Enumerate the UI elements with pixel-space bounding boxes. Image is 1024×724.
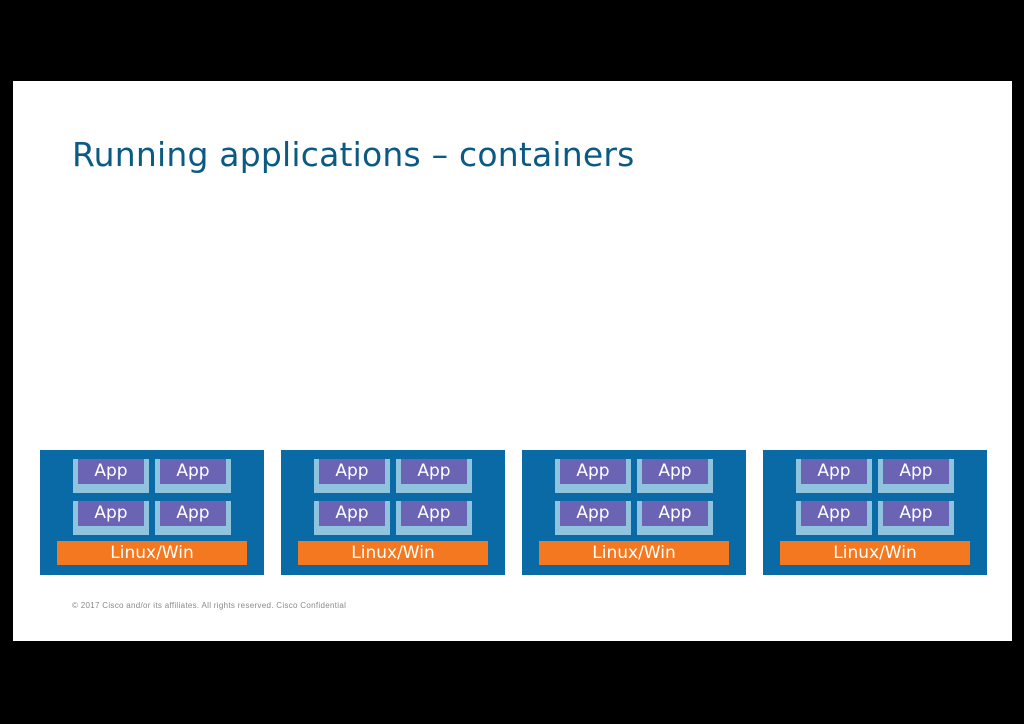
host-box: App App App App Linux/Win	[522, 450, 746, 575]
container: App	[555, 501, 631, 535]
container: App	[555, 459, 631, 493]
container: App	[878, 459, 954, 493]
os-bar: Linux/Win	[298, 541, 488, 565]
container: App	[396, 501, 472, 535]
container: App	[155, 501, 231, 535]
os-bar: Linux/Win	[57, 541, 247, 565]
app-label: App	[642, 459, 708, 484]
host-box: App App App App Linux/Win	[281, 450, 505, 575]
app-label: App	[78, 501, 144, 526]
app-label: App	[78, 459, 144, 484]
container: App	[396, 459, 472, 493]
app-label: App	[160, 459, 226, 484]
app-label: App	[642, 501, 708, 526]
app-label: App	[560, 501, 626, 526]
container: App	[796, 459, 872, 493]
app-label: App	[883, 501, 949, 526]
container: App	[637, 459, 713, 493]
app-label: App	[401, 459, 467, 484]
container: App	[314, 459, 390, 493]
container: App	[878, 501, 954, 535]
container: App	[155, 459, 231, 493]
app-label: App	[401, 501, 467, 526]
container: App	[637, 501, 713, 535]
host-box: App App App App Linux/Win	[763, 450, 987, 575]
slide-title: Running applications – containers	[72, 135, 635, 174]
app-label: App	[319, 501, 385, 526]
container: App	[314, 501, 390, 535]
container: App	[73, 459, 149, 493]
app-label: App	[160, 501, 226, 526]
app-label: App	[319, 459, 385, 484]
os-bar: Linux/Win	[539, 541, 729, 565]
app-label: App	[801, 501, 867, 526]
slide: Running applications – containers App Ap…	[13, 81, 1012, 641]
app-label: App	[560, 459, 626, 484]
container: App	[73, 501, 149, 535]
container: App	[796, 501, 872, 535]
app-label: App	[883, 459, 949, 484]
host-box: App App App App Linux/Win	[40, 450, 264, 575]
app-label: App	[801, 459, 867, 484]
copyright-footer: © 2017 Cisco and/or its affiliates. All …	[72, 601, 347, 610]
os-bar: Linux/Win	[780, 541, 970, 565]
